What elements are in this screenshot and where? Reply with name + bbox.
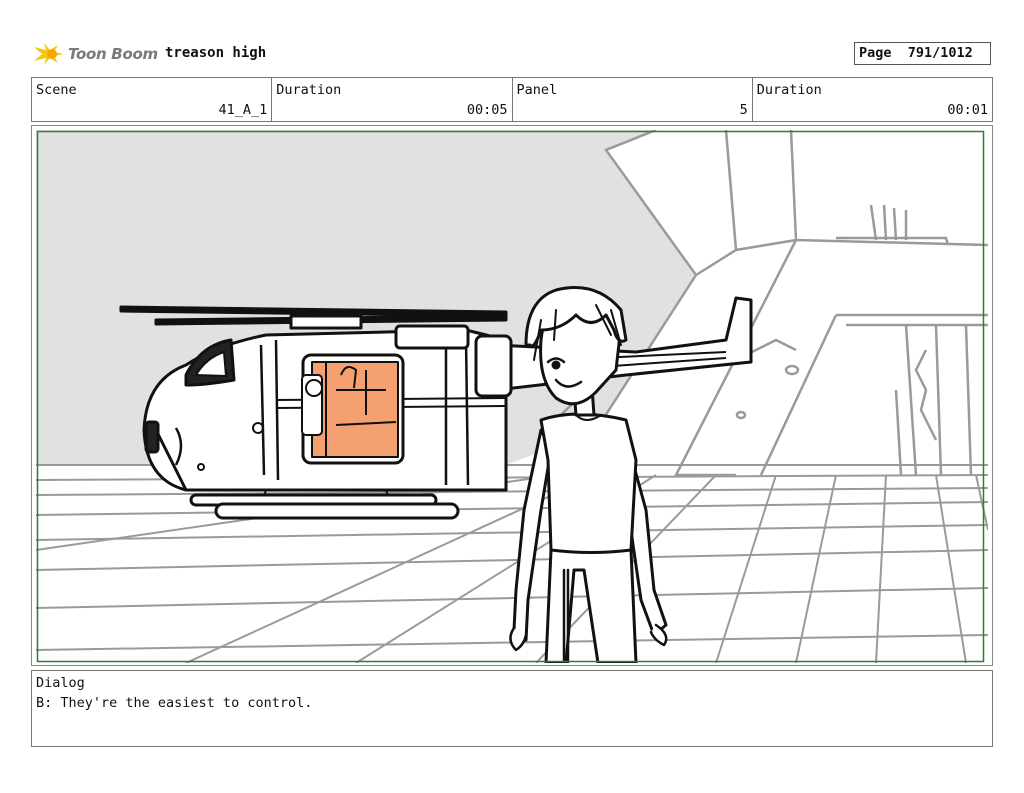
scene-duration-label: Duration [276, 82, 342, 98]
storyboard-panel-image [36, 130, 988, 663]
dialog-box: Dialog B: They're the easiest to control… [31, 670, 993, 747]
panel-value: 5 [739, 102, 748, 118]
panel-label: Panel [516, 82, 558, 98]
page-indicator: Page 791/1012 [854, 42, 991, 65]
scene-label: Scene [36, 82, 77, 98]
safe-area-frame [36, 130, 985, 663]
page-number: 791/1012 [907, 45, 973, 61]
toon-boom-burst-icon [34, 43, 64, 65]
panel-duration-value: 00:01 [947, 102, 988, 118]
project-title: treason high [165, 45, 267, 61]
storyboard-panel-frame [31, 125, 993, 666]
scene-info-row: Scene 41_A_1 Duration 00:05 Panel 5 Dura… [31, 77, 993, 122]
scene-value: 41_A_1 [218, 102, 268, 118]
brand-name: Toon Boom [68, 45, 158, 63]
scene-duration-cell: Duration 00:05 [272, 78, 513, 121]
scene-duration-value: 00:05 [466, 102, 508, 118]
panel-duration-label: Duration [756, 82, 822, 98]
dialog-text: B: They're the easiest to control. [36, 695, 313, 711]
toon-boom-logo: Toon Boom [32, 38, 158, 70]
page-label: Page [859, 45, 892, 61]
scene-cell: Scene 41_A_1 [32, 78, 273, 121]
character-drawing [509, 286, 668, 663]
panel-cell: Panel 5 [513, 78, 753, 121]
dialog-label: Dialog [36, 675, 85, 691]
panel-duration-cell: Duration 00:01 [753, 78, 992, 121]
helicopter-drawing [119, 296, 753, 520]
